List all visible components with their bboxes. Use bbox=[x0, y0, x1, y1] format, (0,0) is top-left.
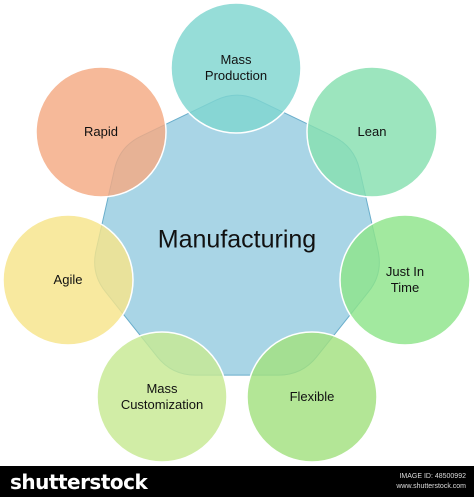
site-url: www.shutterstock.com bbox=[396, 483, 466, 490]
node-circle-mass-production bbox=[170, 2, 302, 134]
node-circle-lean bbox=[306, 66, 438, 198]
node-label-mass-production: Mass Production bbox=[204, 52, 268, 83]
node-label-agile: Agile bbox=[53, 272, 83, 287]
brand-logo: shutterstock bbox=[10, 470, 148, 494]
node-label-lean: Lean bbox=[357, 124, 387, 139]
node-circle-just-in-time bbox=[339, 214, 471, 346]
diagram: Manufacturing Mass Production Lean Just … bbox=[2, 2, 471, 463]
footer-meta: IMAGE ID: 48500992 www.shutterstock.com bbox=[396, 472, 466, 492]
node-label-mass-customization: Mass Customization bbox=[120, 381, 204, 412]
footer-bar: shutterstock IMAGE ID: 48500992 www.shut… bbox=[0, 466, 474, 497]
node-circle-mass-customization bbox=[96, 331, 228, 463]
node-label-flexible: Flexible bbox=[289, 389, 335, 404]
diagram-graphic bbox=[2, 2, 471, 463]
node-label-just-in-time: Just In Time bbox=[385, 264, 425, 295]
node-circle-agile bbox=[2, 214, 134, 346]
image-id: IMAGE ID: 48500992 bbox=[399, 473, 466, 480]
center-label: Manufacturing bbox=[157, 225, 317, 254]
node-circle-rapid bbox=[35, 66, 167, 198]
node-label-rapid: Rapid bbox=[84, 124, 118, 139]
node-circle-flexible bbox=[246, 331, 378, 463]
